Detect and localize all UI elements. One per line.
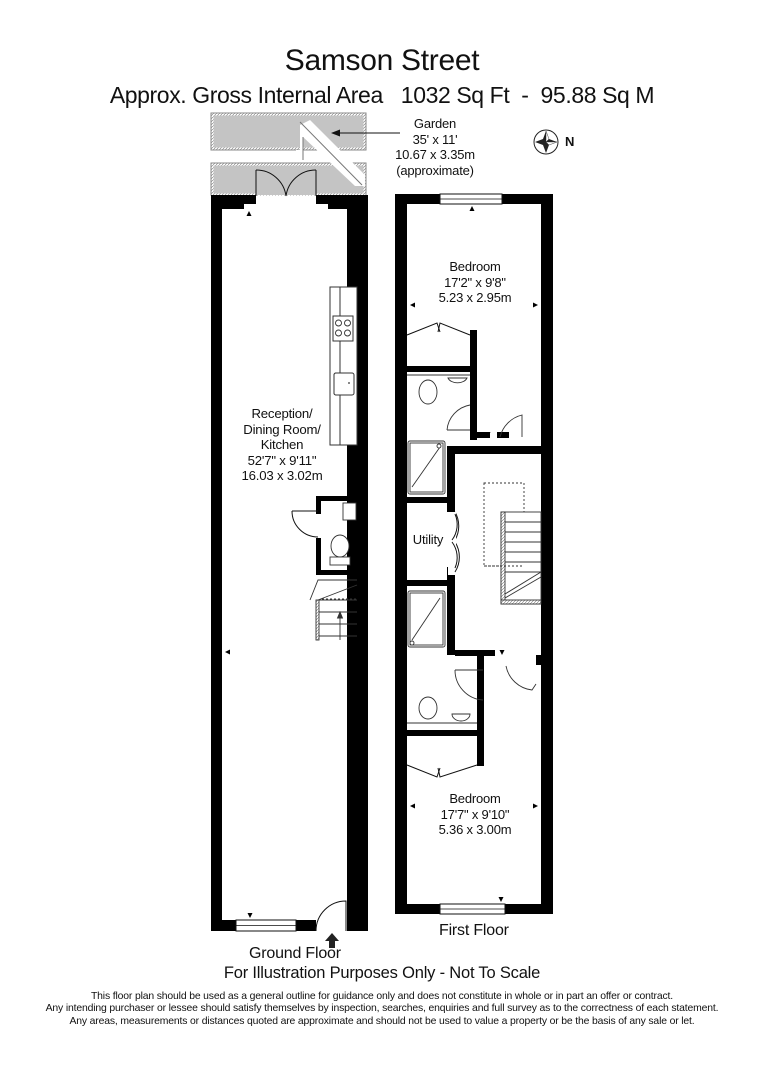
gross-internal-area: Approx. Gross Internal Area 1032 Sq Ft -… — [109, 82, 655, 108]
room-name-line: Reception/ — [251, 406, 313, 421]
entrance-arrow-icon — [325, 933, 339, 948]
room-label-reception: Reception/ Dining Room/ Kitchen 52'7" x … — [222, 406, 342, 484]
room-label-bedroom-2: Bedroom 17'7" x 9'10" 5.36 x 3.00m — [420, 791, 530, 838]
room-metric: 5.36 x 3.00m — [438, 822, 512, 837]
ground-floor-window — [235, 919, 297, 932]
first-floor-window-bottom — [439, 903, 506, 915]
north-compass-icon — [533, 129, 559, 155]
garden-note: (approximate) — [396, 162, 474, 178]
room-name: Utility — [412, 532, 444, 547]
garden-imperial: 35' x 11' — [412, 131, 458, 147]
garden-label: Garden 35' x 11' 10.67 x 3.35m (approxim… — [380, 116, 490, 178]
plan-title: Samson Street — [284, 44, 480, 77]
garden-area — [210, 112, 400, 197]
room-metric: 5.23 x 2.95m — [438, 290, 512, 305]
room-name: Bedroom — [449, 259, 501, 274]
room-name: Bedroom — [449, 791, 501, 806]
shower-tray-2 — [407, 590, 446, 648]
garden-name: Garden — [413, 116, 457, 131]
disclaimer-line: Any intending purchaser or lessee should… — [45, 1003, 719, 1015]
ground-floor-stairs — [309, 579, 358, 641]
ground-floor-label: Ground Floor — [249, 945, 341, 962]
first-floor-dimension-markers — [410, 206, 538, 902]
room-name-line: Dining Room/ — [243, 421, 321, 437]
garden-metric: 10.67 x 3.35m — [395, 147, 475, 162]
legal-disclaimer: This floor plan should be used as a gene… — [0, 991, 764, 1028]
room-imperial: 52'7" x 9'11" — [247, 452, 317, 468]
ground-floor-wc — [291, 502, 357, 566]
room-label-bedroom-1: Bedroom 17'2" x 9'8" 5.23 x 2.95m — [420, 259, 530, 306]
wardrobe-bedroom-2 — [395, 760, 478, 778]
ground-floor-dimension-markers — [225, 211, 354, 918]
first-floor-label: First Floor — [439, 922, 509, 939]
first-floor-window-top — [439, 193, 503, 205]
compass-north-label: N — [565, 134, 575, 149]
room-imperial: 17'2" x 9'8" — [444, 274, 506, 290]
room-label-utility: Utility — [408, 532, 448, 548]
shower-tray-1 — [407, 440, 446, 495]
room-imperial: 17'7" x 9'10" — [440, 806, 510, 822]
room-metric: 16.03 x 3.02m — [241, 468, 323, 483]
disclaimer-line: This floor plan should be used as a gene… — [90, 991, 674, 1002]
wardrobe-bedroom-1 — [406, 322, 471, 336]
ensuite-1 — [407, 374, 523, 438]
ensuite-2 — [407, 665, 537, 724]
room-name-line: Kitchen — [260, 437, 304, 452]
first-floor-stairs — [483, 482, 542, 605]
disclaimer-line: Any areas, measurements or distances quo… — [69, 1015, 695, 1027]
illustration-notice: For Illustration Purposes Only - Not To … — [223, 964, 541, 982]
